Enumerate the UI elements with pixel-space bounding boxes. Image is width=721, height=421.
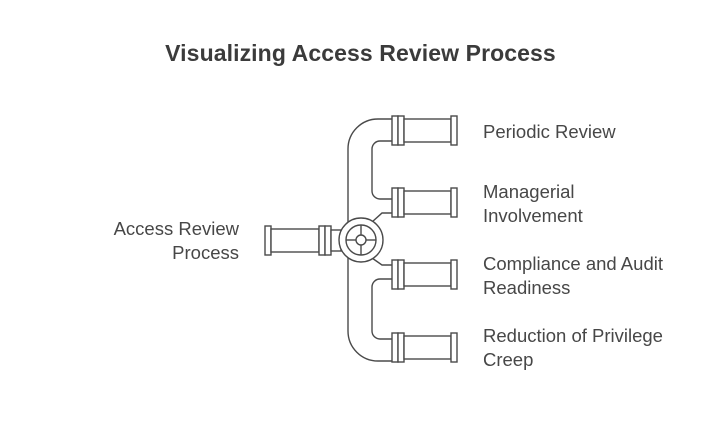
manifold-inner-wall-lower-mid	[371, 257, 392, 266]
inlet-flange-inner	[324, 225, 332, 256]
outlet-flange-inner	[397, 332, 405, 363]
branch-label-compliance-audit: Compliance and Audit Readiness	[483, 252, 663, 300]
outlet-flange-inner	[397, 115, 405, 146]
branch-label-line: Readiness	[483, 277, 571, 298]
inlet-end-flange	[264, 225, 272, 256]
branch-label-periodic-review: Periodic Review	[483, 120, 616, 144]
outlet-end-flange	[450, 332, 458, 363]
outlet-end-flange	[450, 259, 458, 290]
branch-label-line: Reduction of Privilege	[483, 325, 663, 346]
outlet-flange-outer	[391, 187, 399, 218]
outlet-pipe-privilege-creep	[391, 332, 458, 363]
outlet-end-flange	[450, 187, 458, 218]
valve-hub	[355, 234, 367, 246]
branch-label-line: Managerial	[483, 181, 575, 202]
manifold-inner-wall-top	[371, 140, 392, 200]
outlet-pipe-body	[403, 190, 452, 215]
outlet-pipe-body	[403, 118, 452, 143]
outlet-end-flange	[450, 115, 458, 146]
diagram-title: Visualizing Access Review Process	[165, 40, 556, 66]
source-label-line-1: Access Review	[113, 218, 239, 239]
outlet-flange-inner	[397, 259, 405, 290]
inlet-pipe	[264, 225, 342, 256]
outlet-flange-outer	[391, 115, 399, 146]
source-label: Access Review Process	[114, 217, 239, 265]
outlet-pipe-body	[403, 262, 452, 287]
branch-label-privilege-creep: Reduction of Privilege Creep	[483, 324, 663, 372]
outlet-flange-outer	[391, 259, 399, 290]
outlet-pipe-body	[403, 335, 452, 360]
outlet-pipe-managerial-involvement	[391, 187, 458, 218]
branch-label-line: Periodic Review	[483, 121, 616, 142]
outlet-pipe-compliance-audit	[391, 259, 458, 290]
inlet-flange-outer	[318, 225, 326, 256]
manifold-inner-wall-upper-mid	[371, 212, 392, 223]
branch-label-managerial-involvement: Managerial Involvement	[483, 180, 583, 228]
outlet-pipe-periodic-review	[391, 115, 458, 146]
branch-label-line: Compliance and Audit	[483, 253, 663, 274]
branch-label-line: Involvement	[483, 205, 583, 226]
outlet-flange-inner	[397, 187, 405, 218]
source-label-line-2: Process	[172, 242, 239, 263]
outlet-flange-outer	[391, 332, 399, 363]
branch-label-line: Creep	[483, 349, 534, 370]
manifold-inner-wall-bottom	[371, 278, 392, 340]
valve	[338, 217, 384, 263]
inlet-pipe-body	[270, 228, 320, 253]
